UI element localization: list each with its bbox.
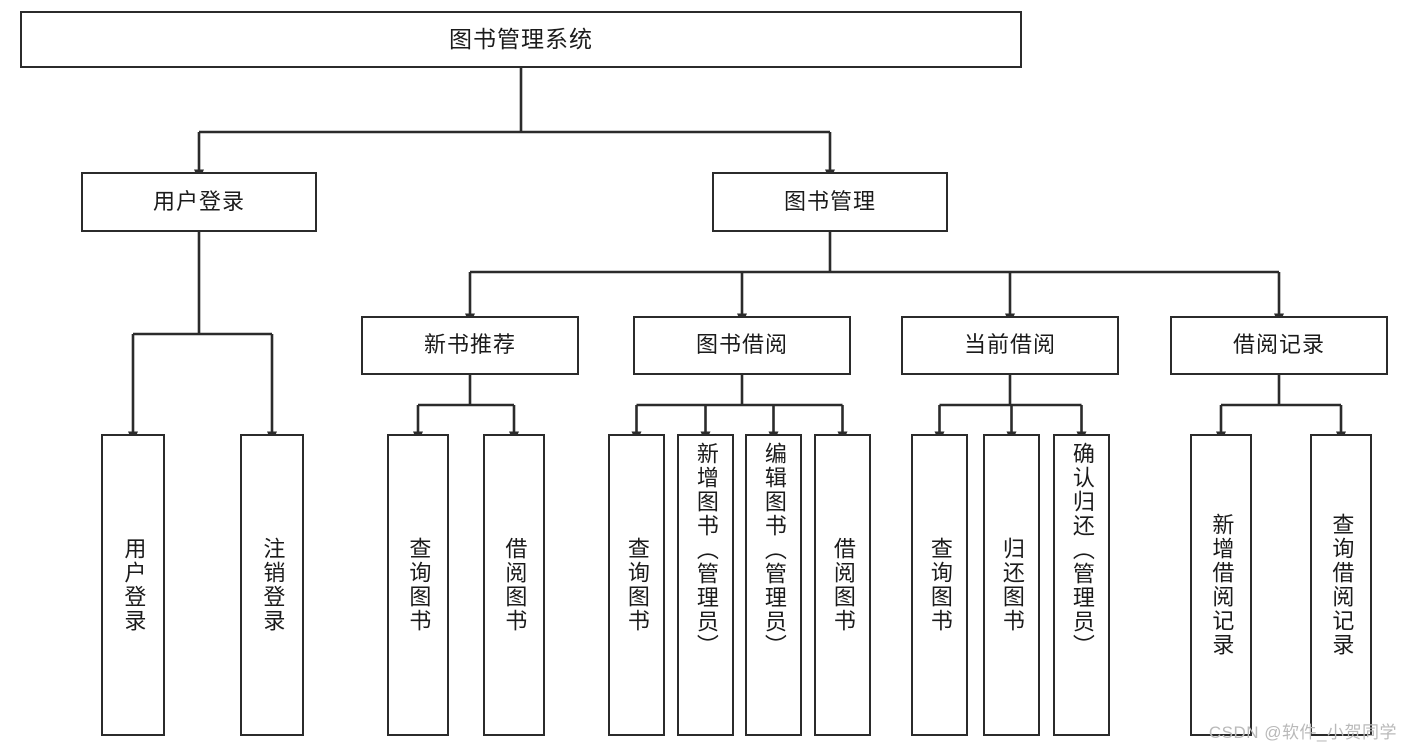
node-leaf-return-book[interactable]: 归还图书 — [983, 434, 1040, 736]
node-book-manage[interactable]: 图书管理 — [712, 172, 948, 232]
node-leaf-user-login[interactable]: 用户登录 — [101, 434, 165, 736]
node-leaf-query-book-3[interactable]: 查询图书 — [911, 434, 968, 736]
node-leaf-add-borrow-record[interactable]: 新增借阅记录 — [1190, 434, 1252, 736]
node-leaf-query-book-2[interactable]: 查询图书 — [608, 434, 665, 736]
node-label: 编辑图书（管理员） — [761, 442, 787, 658]
node-label: 图书借阅 — [695, 332, 788, 358]
node-leaf-borrow-book-2[interactable]: 借阅图书 — [814, 434, 871, 736]
node-label: 用户登录 — [121, 537, 147, 633]
node-root[interactable]: 图书管理系统 — [20, 11, 1022, 68]
node-label: 用户登录 — [152, 188, 245, 214]
node-current-borrow[interactable]: 当前借阅 — [901, 316, 1119, 375]
node-leaf-logout-login[interactable]: 注销登录 — [240, 434, 304, 736]
node-user-login[interactable]: 用户登录 — [81, 172, 317, 232]
node-label: 新增图书（管理员） — [693, 442, 719, 658]
node-label: 借阅记录 — [1232, 332, 1325, 358]
node-new-book-rec[interactable]: 新书推荐 — [361, 316, 579, 375]
node-label: 查询图书 — [927, 537, 953, 633]
watermark-text: CSDN @软件_小贺同学 — [1208, 723, 1397, 742]
node-leaf-add-book-admin[interactable]: 新增图书（管理员） — [677, 434, 734, 736]
node-label: 借阅图书 — [830, 537, 856, 633]
node-label: 新书推荐 — [423, 332, 516, 358]
node-label: 查询借阅记录 — [1329, 513, 1355, 657]
node-label: 查询图书 — [624, 537, 650, 633]
node-label: 图书管理 — [783, 188, 876, 214]
node-label: 图书管理系统 — [449, 25, 593, 52]
node-leaf-borrow-book-1[interactable]: 借阅图书 — [483, 434, 545, 736]
node-label: 归还图书 — [999, 537, 1025, 633]
node-label: 查询图书 — [406, 537, 432, 633]
node-label: 确认归还（管理员） — [1069, 442, 1095, 658]
node-label: 借阅图书 — [502, 537, 528, 633]
node-leaf-confirm-return-admin[interactable]: 确认归还（管理员） — [1053, 434, 1110, 736]
node-leaf-edit-book-admin[interactable]: 编辑图书（管理员） — [745, 434, 802, 736]
node-leaf-query-book-1[interactable]: 查询图书 — [387, 434, 449, 736]
node-leaf-query-borrow-record[interactable]: 查询借阅记录 — [1310, 434, 1372, 736]
node-label: 新增借阅记录 — [1209, 513, 1235, 657]
node-label: 注销登录 — [260, 537, 286, 633]
node-book-borrow[interactable]: 图书借阅 — [633, 316, 851, 375]
node-label: 当前借阅 — [963, 332, 1056, 358]
node-borrow-record[interactable]: 借阅记录 — [1170, 316, 1388, 375]
